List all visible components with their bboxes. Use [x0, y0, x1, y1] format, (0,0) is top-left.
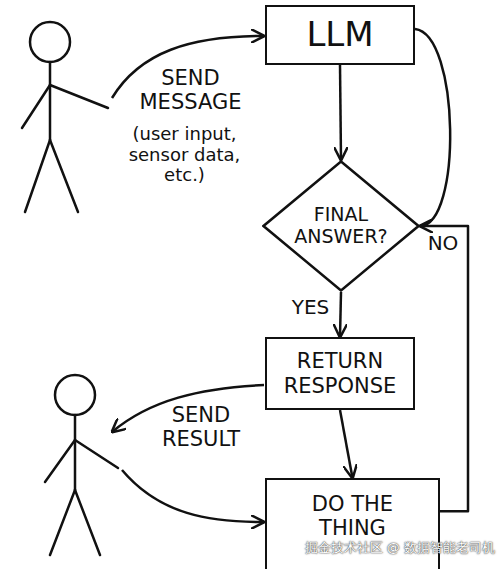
figure-body: [49, 62, 52, 140]
figure-head: [30, 22, 70, 62]
node-text: RETURN RESPONSE: [270, 349, 410, 397]
figure-arm: [45, 440, 75, 482]
send-arrow: [122, 470, 264, 522]
flow-connector: [415, 29, 450, 226]
process-box: DO THE THING: [265, 478, 440, 569]
figure-arm: [75, 440, 118, 468]
flow-connector: [340, 65, 341, 160]
stick-figure: [22, 22, 108, 212]
flow-connector: [340, 292, 341, 337]
node-text: LLM: [306, 15, 373, 54]
diamond-shape: [264, 162, 419, 291]
figure-leg: [50, 490, 75, 555]
edge-label: YES: [283, 296, 338, 319]
flow-connector: [420, 226, 468, 511]
flow-connector: [340, 410, 353, 478]
figure-body: [74, 415, 77, 490]
edge-label: NO: [418, 232, 468, 255]
figure-leg: [50, 140, 78, 212]
figure-leg: [25, 140, 50, 212]
process-box: LLM: [265, 5, 415, 65]
figure-arm: [50, 85, 108, 108]
arrow-note: (user input, sensor data, etc.): [112, 124, 257, 186]
watermark: 掘金技术社区 @ 数据智能老司机: [270, 541, 495, 556]
figure-head: [55, 375, 95, 415]
figure-arm: [22, 85, 50, 128]
figure-leg: [75, 490, 100, 555]
arrow-label: SEND RESULT: [145, 403, 257, 451]
process-box: RETURN RESPONSE: [265, 337, 415, 410]
arrow-label: SEND MESSAGE: [128, 66, 253, 114]
node-text: DO THE THING: [298, 492, 408, 540]
node-text: FINAL ANSWER?: [291, 204, 391, 248]
stick-figure: [45, 375, 118, 555]
decision-diamond: FINAL ANSWER?: [262, 160, 420, 292]
